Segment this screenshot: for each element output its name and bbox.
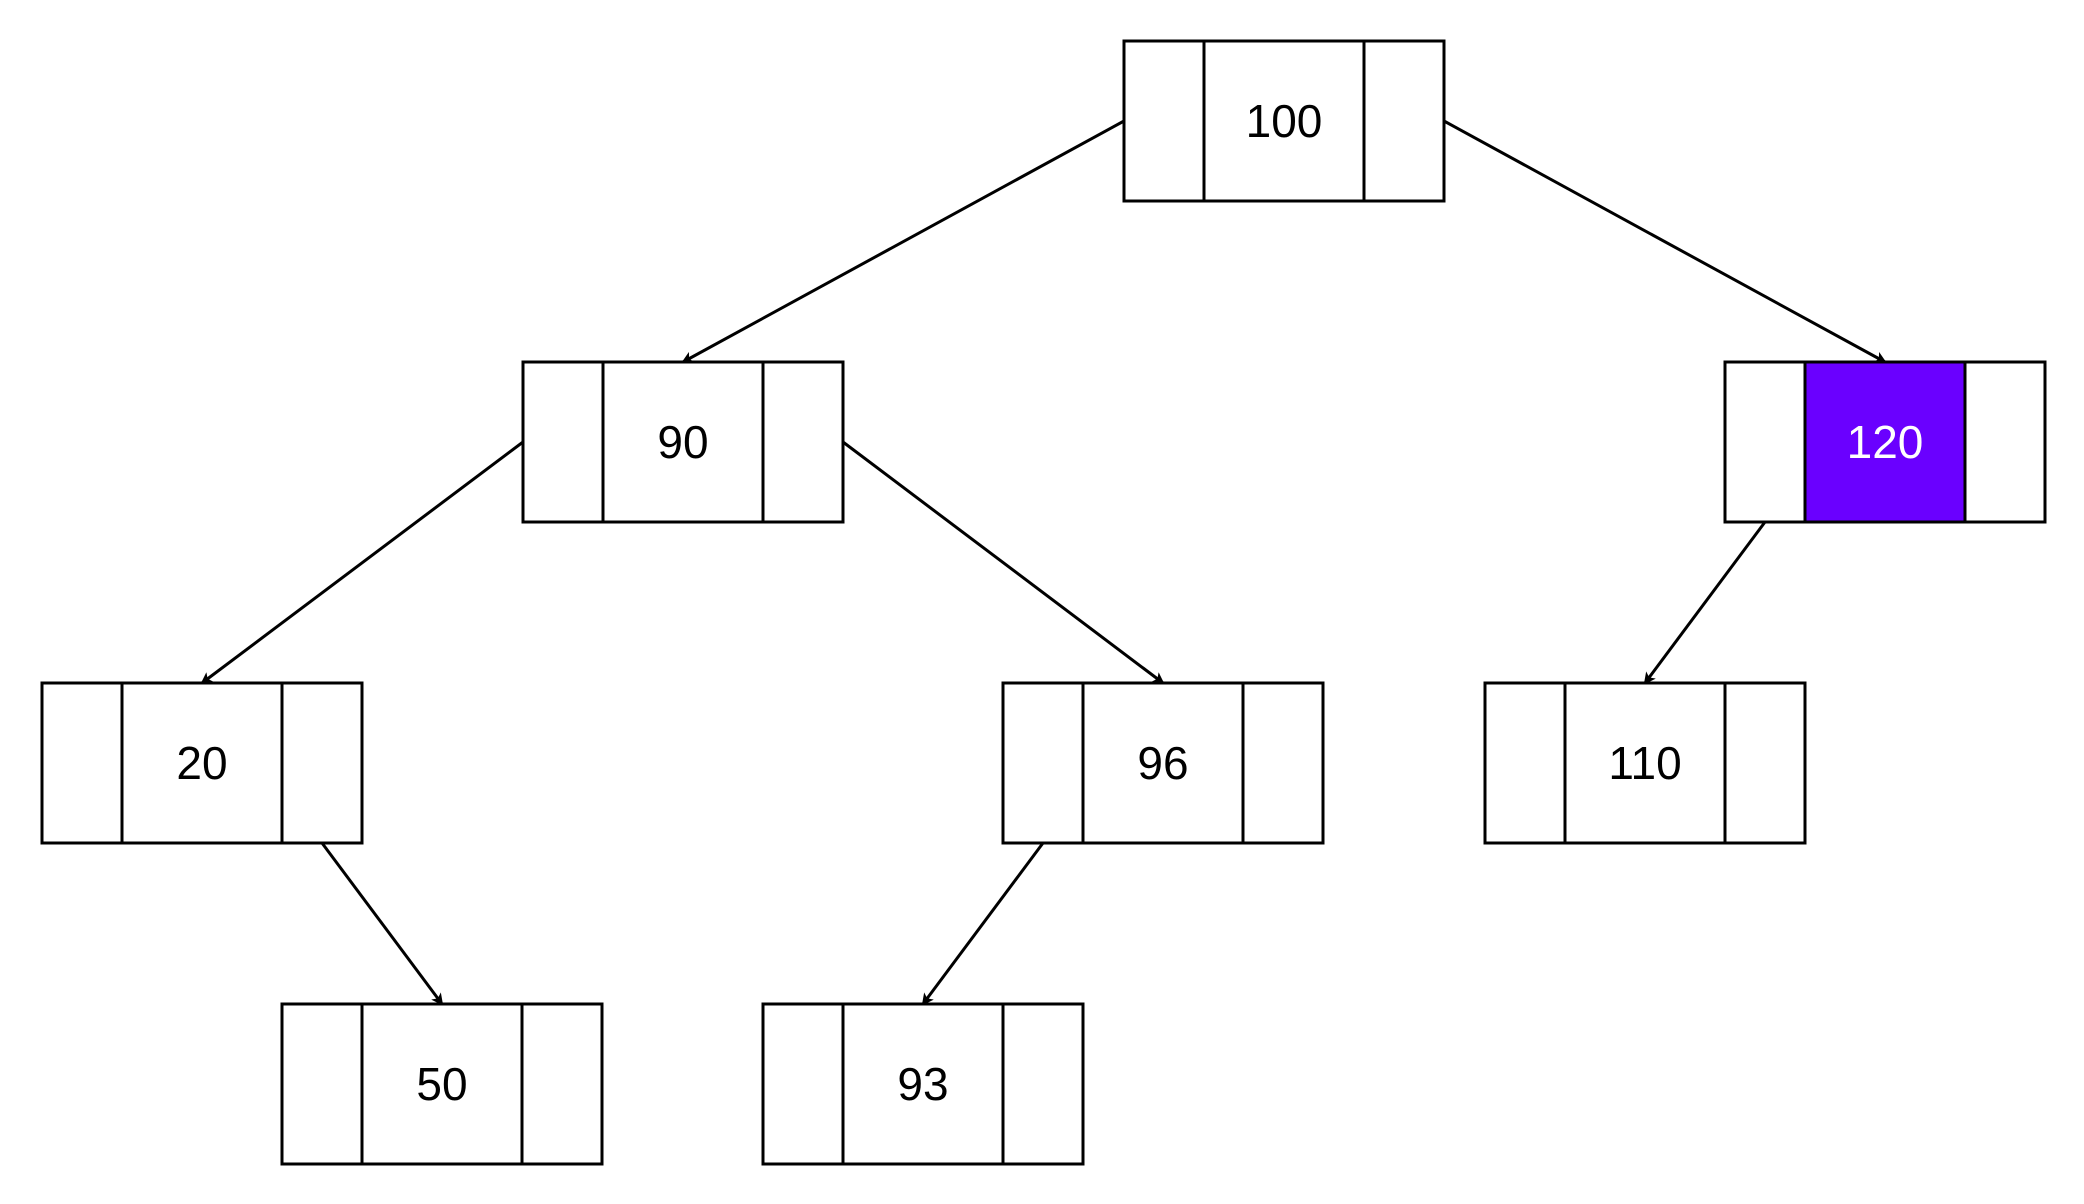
node-value-label: 120 [1847,416,1924,468]
right-pointer-cell [1001,1002,1085,1166]
node-value-label: 90 [657,416,708,468]
value-cell [360,1002,524,1166]
left-pointer-cell [1483,681,1567,845]
edge-n20-to-n50 [320,842,444,1006]
node-value-label: 20 [176,737,227,789]
right-pointer-cell [1241,681,1325,845]
edge-n100-to-n90 [681,119,1125,364]
left-pointer-cell [761,1002,845,1166]
value-cell [601,360,765,524]
right-pointer-cell [280,681,364,845]
left-pointer-cell [280,1002,364,1166]
node-value-label: 93 [897,1058,948,1110]
node-value-label: 50 [416,1058,467,1110]
edge-n120-to-n110 [1643,521,1767,685]
tree-node-20: 20 [40,681,364,845]
value-cell [1081,681,1245,845]
tree-node-50: 50 [280,1002,604,1166]
node-value-label: 100 [1246,95,1323,147]
node-value-label: 96 [1137,737,1188,789]
nodes-layer: 100 90 120 20 96 110 50 93 [40,39,2047,1166]
edge-n100-to-n120 [1443,119,1887,364]
right-pointer-cell [1723,681,1807,845]
left-pointer-cell [40,681,124,845]
left-pointer-cell [1723,360,1807,524]
left-pointer-cell [1122,39,1206,203]
right-pointer-cell [1963,360,2047,524]
tree-node-110: 110 [1483,681,1807,845]
left-pointer-cell [1001,681,1085,845]
tree-node-90: 90 [521,360,845,524]
value-cell [1563,681,1727,845]
value-cell [1803,360,1967,524]
right-pointer-cell [1362,39,1446,203]
right-pointer-cell [520,1002,604,1166]
tree-node-100: 100 [1122,39,1446,203]
tree-node-120: 120 [1723,360,2047,524]
edges-layer [200,119,1887,1006]
tree-node-96: 96 [1001,681,1325,845]
tree-node-93: 93 [761,1002,1085,1166]
left-pointer-cell [521,360,605,524]
edge-n90-to-n20 [200,440,524,685]
value-cell [1202,39,1366,203]
right-pointer-cell [761,360,845,524]
edge-n90-to-n96 [842,440,1165,685]
value-cell [841,1002,1005,1166]
node-value-label: 110 [1608,737,1681,789]
edge-n96-to-n93 [921,842,1045,1006]
